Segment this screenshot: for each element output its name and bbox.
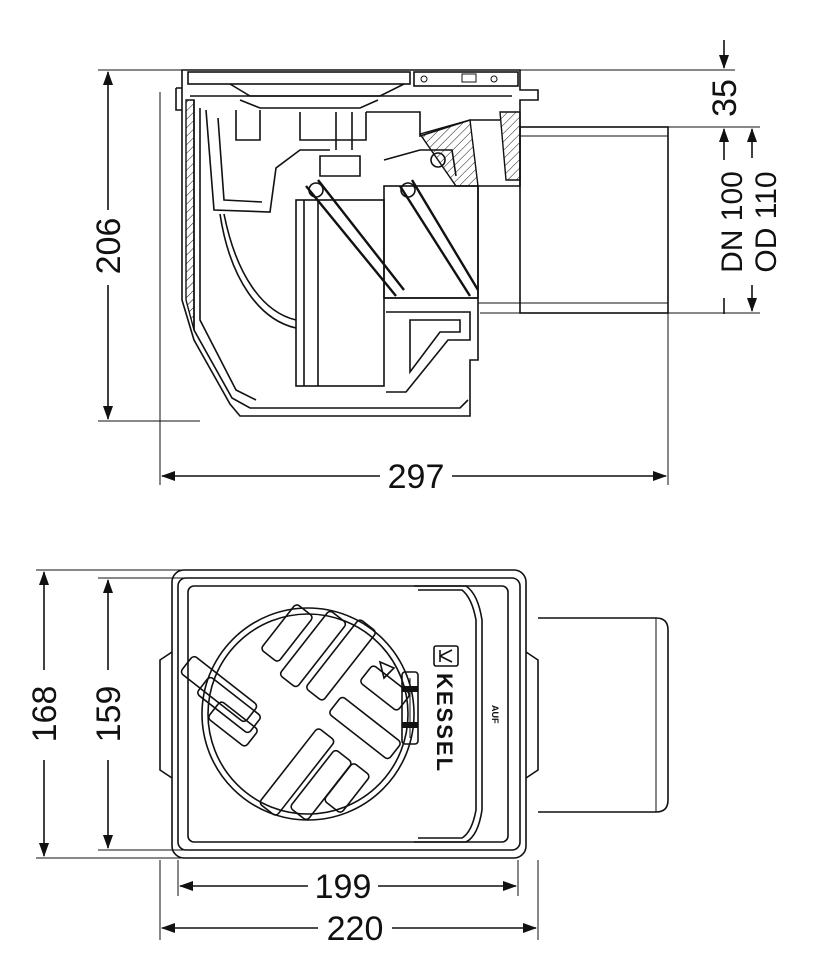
dimension-overall-height: 206 [90, 71, 128, 420]
dim-label-35: 35 [706, 79, 744, 117]
dimension-inner-width: 199 [179, 868, 517, 906]
dim-label-od110: OD 110 [750, 171, 783, 272]
dimension-overall-length: 297 [161, 458, 667, 496]
top-view: KESSEL AUF 168 159 199 220 [26, 569, 669, 948]
spirit-level [401, 671, 419, 745]
brand-text: KESSEL [432, 673, 457, 773]
dimension-outer-width: 220 [161, 910, 537, 948]
round-grate [180, 604, 415, 821]
direction-label: AUF [490, 705, 500, 724]
dim-label-220: 220 [327, 910, 384, 948]
dimension-inner-height: 159 [90, 579, 128, 849]
kessel-logo: KESSEL [432, 645, 459, 773]
outlet-pipe [478, 126, 669, 314]
dim-label-297: 297 [388, 458, 445, 496]
dimension-top-35: 35 [706, 40, 744, 160]
dim-label-168: 168 [26, 686, 64, 743]
side-view: 206 35 DN 100 OD 110 297 [90, 40, 783, 496]
drain-body-section [175, 69, 539, 417]
dimension-pipe: DN 100 OD 110 [716, 128, 783, 314]
dim-label-199: 199 [315, 868, 372, 906]
dim-label-159: 159 [90, 686, 128, 743]
dim-label-206: 206 [90, 218, 128, 275]
outlet-pipe-top [538, 617, 669, 813]
dimension-outer-height: 168 [26, 571, 64, 857]
frame-outer [171, 569, 527, 859]
grating-plate [187, 585, 509, 843]
dim-label-dn100: DN 100 [716, 171, 749, 273]
